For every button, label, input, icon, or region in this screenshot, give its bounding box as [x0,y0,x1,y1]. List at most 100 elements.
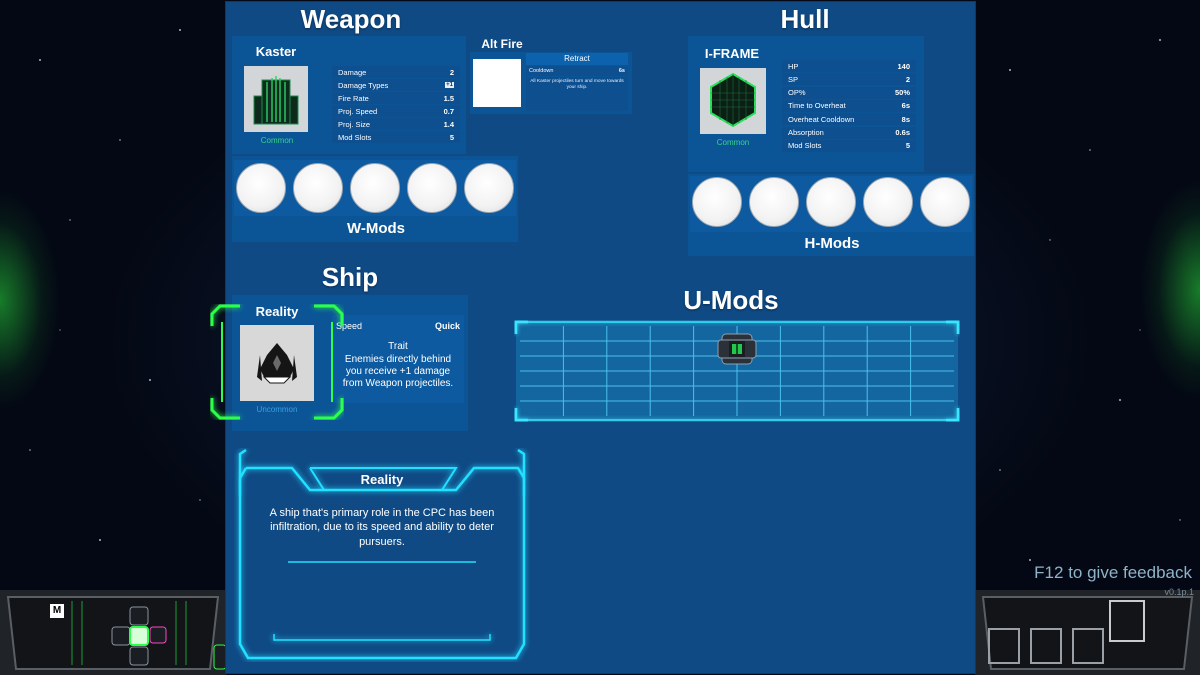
hull-stat-label: Time to Overheat [788,101,846,111]
hull-stat-label: SP [788,74,799,84]
weapon-stat-value: 2 [449,67,454,77]
h-mod-slot-1[interactable] [692,177,742,227]
weapon-image [244,66,308,132]
ship-speed-row: Speed Quick [332,319,464,333]
weapon-rarity: Common [260,136,294,145]
hull-stat-value: 2 [905,74,910,84]
weapon-stat-row: Proj. Speed 0.7 [332,105,460,117]
hull-stat-row: Overheat Cooldown 8s [782,113,916,126]
ship-speed-value: Quick [434,321,460,331]
hull-stat-value: 50% [894,88,910,98]
ship-info-panel [332,315,464,403]
weapon-stat-label: Proj. Size [338,119,371,129]
weapon-stat-label: Damage [338,67,367,77]
ship-card[interactable]: Speed Quick Trait Enemies directly behin… [232,295,468,431]
weapon-stat-value: +1 [445,82,454,88]
h-mod-slot-3[interactable] [806,177,856,227]
hull-heading: Hull [780,4,830,34]
hull-stat-row: Time to Overheat 6s [782,99,916,112]
w-mod-slot-5[interactable] [464,163,514,213]
w-mods-label: W-Mods [346,220,405,237]
hull-stat-value: 8s [901,114,910,124]
h-mod-slot-4[interactable] [863,177,913,227]
alt-fire-image [473,59,521,107]
hull-stat-label: Mod Slots [788,141,822,151]
cooldown-label: Cooldown [529,68,554,74]
alt-fire-card[interactable]: Retract Cooldown 6s All Kaster projectil… [470,52,632,114]
alt-fire-name: Retract [526,53,628,65]
w-mod-slot-3[interactable] [350,163,400,213]
hull-name: I-FRAME [704,46,760,61]
bottom-right-hud [975,590,1200,675]
hull-stat-label: OP% [788,88,806,98]
h-mod-slot-2[interactable] [749,177,799,227]
hull-stat-value: 140 [897,61,910,71]
hull-stat-row: SP 2 [782,73,916,86]
selected-ship-slot[interactable]: Reality Uncommon [210,304,344,420]
hull-stat-value: 0.6s [895,128,910,137]
u-mods-grid-frame [514,320,960,422]
kaster-weapon-icon [253,76,299,125]
version-label: v0.1p.1 [1164,587,1194,597]
alt-fire-heading: Alt Fire [481,37,523,51]
alt-fire-description: All Kaster projectiles turn and move tow… [526,77,628,111]
hull-stat-value: 5 [905,141,910,151]
weapon-name: Kaster [255,44,297,59]
u-mods-grid[interactable] [514,320,960,422]
u-mods-heading: U-Mods [683,285,779,315]
minimap-key[interactable]: M [50,604,64,618]
w-mod-slot-4[interactable] [407,163,457,213]
hull-stat-label: Overheat Cooldown [788,114,855,124]
description-title: Reality [360,472,404,487]
weapon-stat-label: Damage Types [338,80,389,90]
hull-image [700,68,766,134]
description-text: A ship that's primary role in the CPC ha… [269,507,495,548]
iframe-hull-icon [710,72,756,128]
hull-stat-label: Absorption [788,128,824,137]
weapon-stat-label: Proj. Speed [338,106,378,116]
ship-trait-title: Trait [388,341,408,352]
description-frame [238,448,526,660]
hull-stat-row: Absorption 0.6s [782,126,916,139]
hull-stat-label: HP [788,61,799,71]
ship-name: Reality [255,304,299,319]
ship-heading: Ship [321,262,379,292]
weapon-stat-label: Fire Rate [338,93,369,103]
weapon-stat-row: Proj. Size 1.4 [332,118,460,130]
ship-rarity: Uncommon [256,405,298,414]
ship-trait-text: Enemies directly behind you receive +1 d… [342,354,454,389]
hull-stat-row: HP 140 [782,60,916,72]
w-mods-card: W-Mods [232,156,518,242]
alt-fire-cooldown: Cooldown 6s [526,66,628,76]
hull-rarity: Common [716,138,750,147]
weapon-stat-value: 1.4 [443,119,454,129]
weapon-stat-value: 1.5 [443,93,454,103]
selection-brackets [210,304,344,420]
weapon-stat-value: 0.7 [443,106,454,116]
reality-ship-icon [257,343,297,384]
w-mod-slot-1[interactable] [236,163,286,213]
hull-stat-value: 6s [901,101,910,111]
weapon-stat-row: Fire Rate 1.5 [332,92,460,104]
h-mod-slot-5[interactable] [920,177,970,227]
feedback-hint: F12 to give feedback [1034,563,1192,582]
bottom-left-hud [0,590,226,675]
weapon-stat-row: Mod Slots 5 [332,131,460,143]
h-mods-label: H-Mods [804,235,860,252]
weapon-heading: Weapon [300,4,402,34]
weapon-stat-row: Damage 2 [332,66,460,78]
cooldown-value: 6s [618,68,625,74]
w-mod-slot-2[interactable] [293,163,343,213]
weapon-stat-label: Mod Slots [338,132,372,142]
ship-description-panel: Reality A ship that's primary role in th… [234,448,530,662]
hull-stat-row: Mod Slots 5 [782,139,916,152]
u-mod-piece-icon [717,333,757,365]
weapon-stat-row: Damage Types +1 [332,79,460,91]
ship-image [240,325,314,401]
weapon-stat-value: 5 [449,132,454,142]
hull-stat-row: OP% 50% [782,86,916,99]
